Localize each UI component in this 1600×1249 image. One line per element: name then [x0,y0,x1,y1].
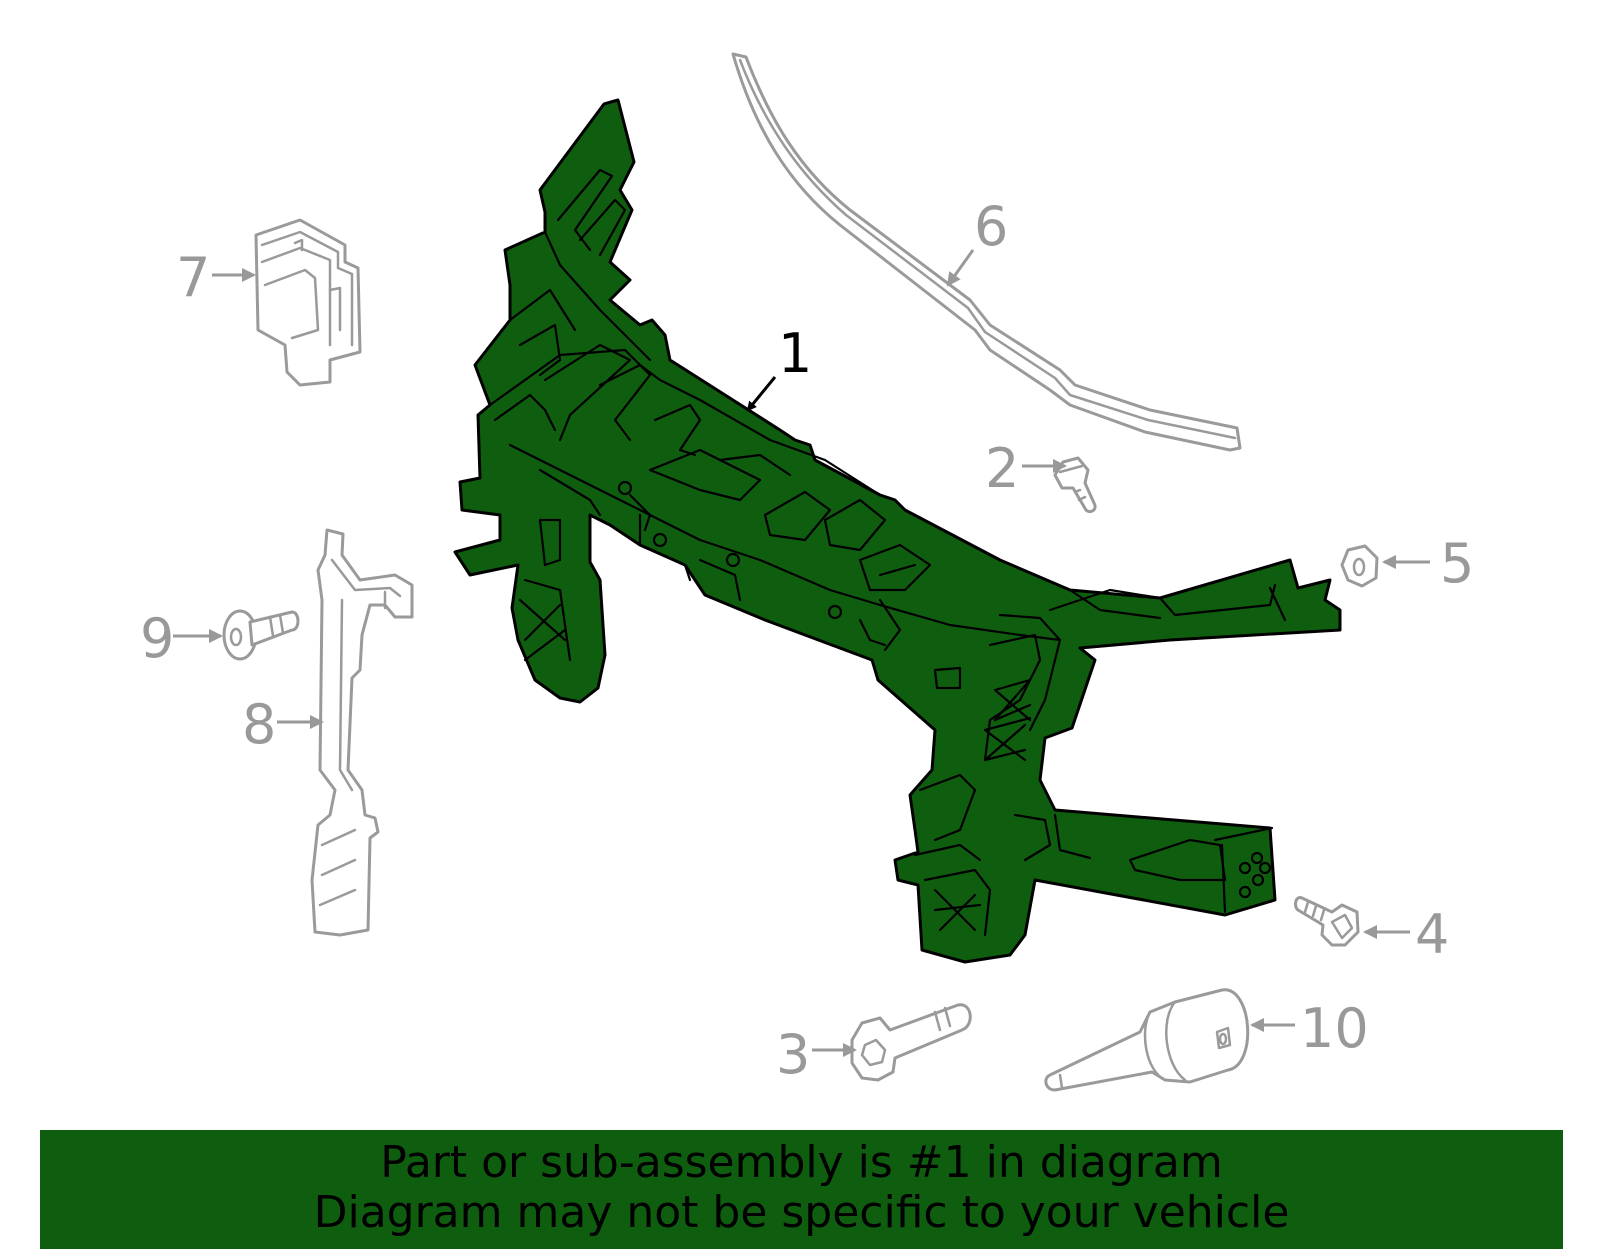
callout-7: 7 [176,246,210,309]
part-9-screw [222,609,300,661]
leader-6 [946,249,975,287]
callout-3: 3 [776,1023,810,1086]
part-8-bracket [310,528,414,937]
callout-9: 9 [140,607,174,670]
callout-1: 1 [778,322,812,385]
callout-4: 4 [1415,903,1449,966]
banner-line-2: Diagram may not be specific to your vehi… [313,1187,1290,1238]
leader-1 [746,376,777,412]
callout-6: 6 [974,195,1008,258]
part-5-nut [1340,544,1379,588]
callout-8: 8 [242,693,276,756]
part-4-bolt [1293,896,1360,947]
callout-10: 10 [1300,997,1369,1060]
part-1-radiator-support [453,98,1342,964]
info-banner: Part or sub-assembly is #1 in diagram Di… [40,1130,1563,1249]
leader-lines [173,249,1430,1057]
callout-2: 2 [985,437,1019,500]
banner-line-1: Part or sub-assembly is #1 in diagram [380,1137,1223,1188]
part-7-module [254,218,362,387]
part-6-upper-seal [731,52,1242,452]
callout-5: 5 [1440,532,1474,595]
part-10-fitting [1044,988,1250,1092]
part-1-details [488,168,1287,937]
part-3-bolt [850,1003,972,1082]
